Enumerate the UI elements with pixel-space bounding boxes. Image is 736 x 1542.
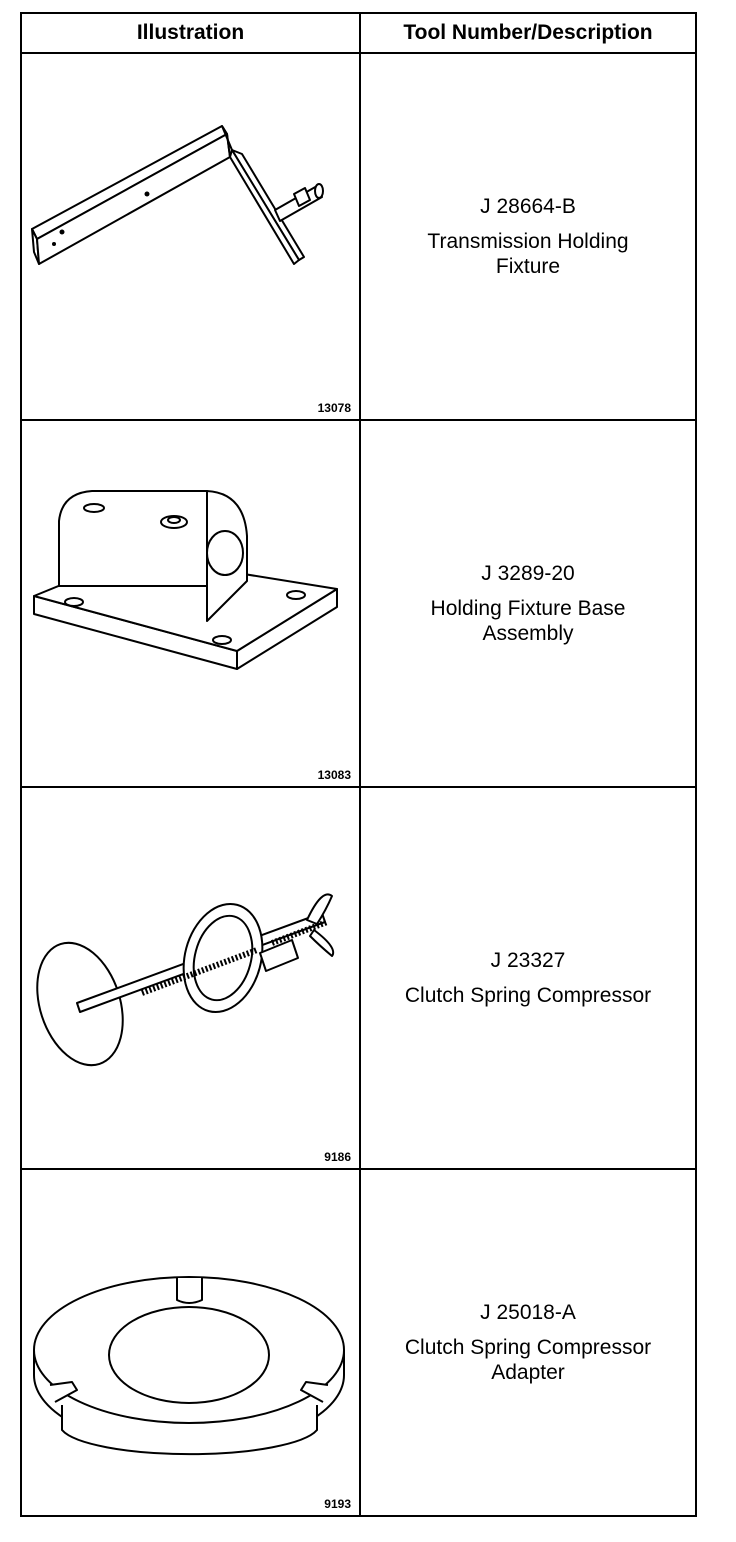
description-cell: J 25018-A Clutch Spring Compressor Adapt… [361, 1170, 695, 1515]
illustration-cell: 9186 [22, 788, 359, 1168]
column-divider [359, 14, 361, 1515]
table-header: Illustration Tool Number/Description [22, 14, 695, 54]
tool-table: Illustration Tool Number/Description [20, 12, 697, 1517]
tool-number: J 3289-20 [481, 562, 575, 585]
illustration-cell: 9193 [22, 1170, 359, 1515]
header-illustration: Illustration [136, 21, 245, 44]
table-row: 13078 J 28664-B Transmission Holding Fix… [22, 54, 695, 421]
description-cell: J 23327 Clutch Spring Compressor [361, 788, 695, 1168]
description-cell: J 28664-B Transmission Holding Fixture [361, 54, 695, 419]
tool-description: Clutch Spring Compressor Adapter [404, 1336, 652, 1384]
table-row: 13083 J 3289-20 Holding Fixture Base Ass… [22, 421, 695, 788]
illustration-cell: 13078 [22, 54, 359, 419]
tool-number: J 23327 [490, 949, 566, 972]
transmission-holding-fixture-drawing [31, 125, 324, 265]
holding-fixture-base-drawing [33, 490, 338, 670]
tool-description: Clutch Spring Compressor [404, 984, 652, 1007]
figure-number: 13083 [317, 768, 351, 782]
table-row: 9186 J 23327 Clutch Spring Compressor [22, 788, 695, 1170]
table-row: 9193 J 25018-A Clutch Spring Compressor … [22, 1170, 695, 1515]
compressor-adapter-drawing [33, 1276, 345, 1456]
illustration-cell: 13083 [22, 421, 359, 786]
figure-number: 9186 [324, 1150, 351, 1164]
figure-number: 13078 [317, 401, 351, 415]
figure-number: 9193 [324, 1497, 351, 1511]
clutch-spring-compressor-drawing [36, 893, 335, 1067]
tool-number: J 25018-A [480, 1301, 576, 1324]
header-tool-description: Tool Number/Description [403, 21, 653, 44]
tool-description: Holding Fixture Base Assembly [430, 597, 626, 645]
description-cell: J 3289-20 Holding Fixture Base Assembly [361, 421, 695, 786]
tool-number: J 28664-B [480, 195, 576, 218]
tool-description: Transmission Holding Fixture [427, 230, 629, 278]
